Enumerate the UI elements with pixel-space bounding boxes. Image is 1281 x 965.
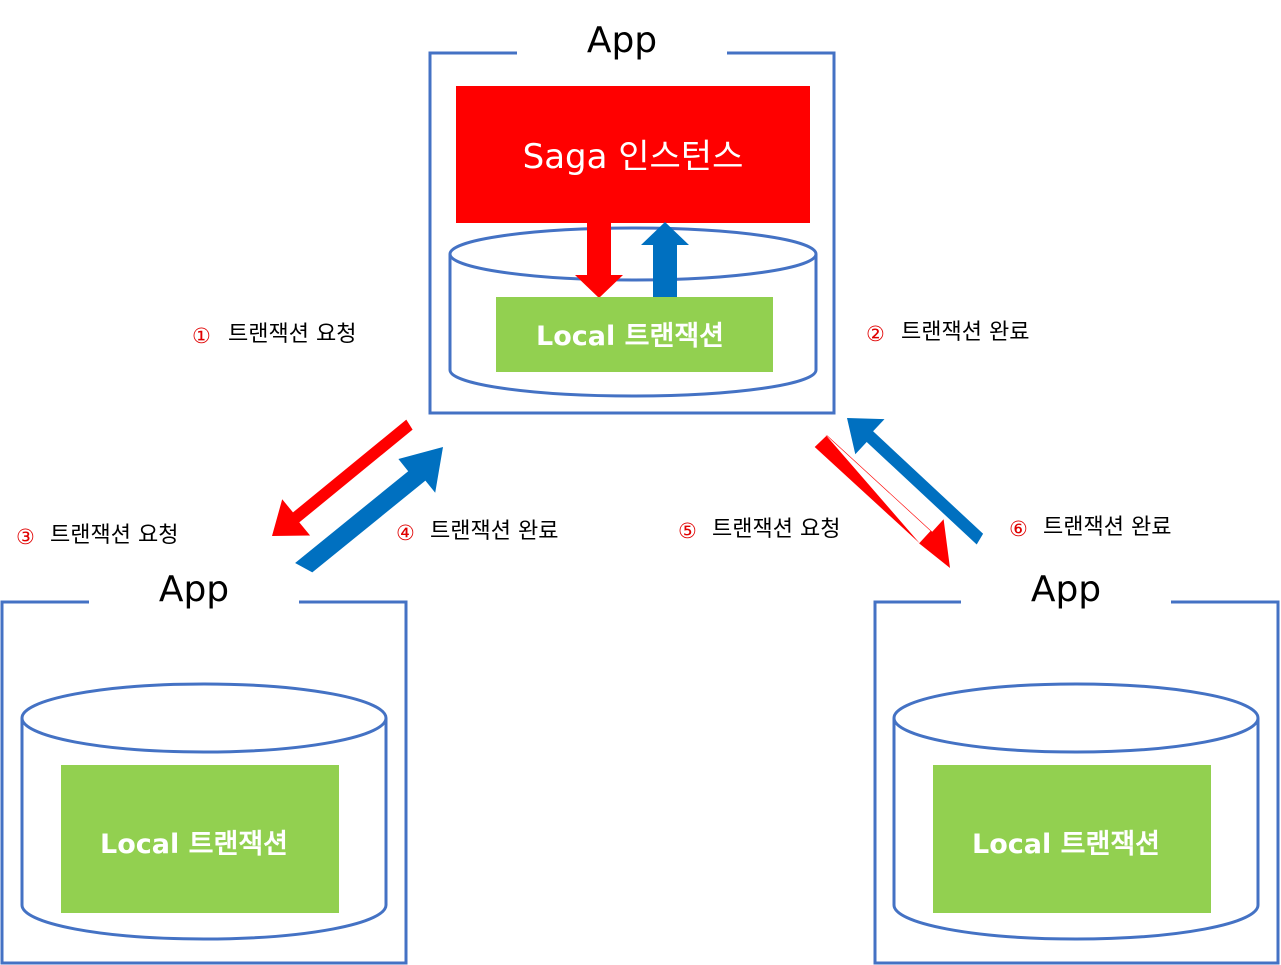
- caption-2-number: ②: [866, 322, 885, 346]
- app-left-title: App: [159, 569, 229, 610]
- caption-6-text: 트랜잭션 완료: [1043, 515, 1171, 540]
- caption-1-number: ①: [192, 324, 211, 348]
- saga-up-arrow: [641, 222, 689, 298]
- caption-1: ① 트랜잭션 요청: [192, 322, 356, 348]
- cylinder-right-lid: [892, 682, 1260, 754]
- local-transaction-top-block: [496, 297, 773, 372]
- arrow-request-to-right-body: [814, 434, 950, 568]
- caption-2-text: 트랜잭션 완료: [901, 320, 1029, 345]
- saga-instance-label: Saga 인스턴스: [523, 137, 744, 177]
- caption-2: ② 트랜잭션 완료: [866, 320, 1029, 346]
- local-transaction-left-label: Local 트랜잭션: [100, 829, 288, 860]
- app-top: App Saga 인스턴스 Local 트랜잭션: [428, 20, 836, 415]
- caption-4-number: ④: [396, 521, 415, 545]
- arrow-complete-from-left-body: [295, 447, 443, 573]
- caption-1-text: 트랜잭션 요청: [228, 322, 356, 347]
- saga-instance-block: [456, 86, 810, 223]
- app-top-title: App: [587, 20, 657, 61]
- caption-4: ④ 트랜잭션 완료: [396, 519, 558, 545]
- caption-6-number: ⑥: [1009, 517, 1028, 541]
- cylinder-top-lid: [448, 226, 818, 282]
- app-top-frame: [428, 51, 836, 415]
- caption-3-number: ③: [16, 525, 35, 549]
- caption-5: ⑤ 트랜잭션 요청: [678, 517, 840, 543]
- local-transaction-top-label: Local 트랜잭션: [536, 321, 724, 352]
- local-transaction-right-label: Local 트랜잭션: [972, 829, 1160, 860]
- caption-3: ③ 트랜잭션 요청: [16, 523, 178, 549]
- app-right: App Local 트랜잭션: [873, 569, 1280, 965]
- arrow-request-to-left: [272, 419, 413, 536]
- app-left-frame: [0, 600, 408, 965]
- caption-4-text: 트랜잭션 완료: [430, 519, 558, 544]
- app-right-frame: [873, 600, 1280, 965]
- caption-5-number: ⑤: [678, 519, 697, 543]
- app-right-title: App: [1031, 569, 1101, 610]
- caption-6: ⑥ 트랜잭션 완료: [1009, 515, 1171, 541]
- app-left: App Local 트랜잭션: [0, 569, 408, 965]
- cylinder-left-lid: [20, 682, 388, 754]
- caption-3-text: 트랜잭션 요청: [50, 523, 178, 548]
- local-transaction-right-block: [933, 765, 1211, 913]
- saga-down-arrow: [575, 223, 623, 298]
- arrow-complete-from-right: [847, 418, 984, 545]
- local-transaction-left-block: [61, 765, 339, 913]
- caption-5-text: 트랜잭션 요청: [712, 517, 840, 542]
- arrows: [272, 418, 984, 573]
